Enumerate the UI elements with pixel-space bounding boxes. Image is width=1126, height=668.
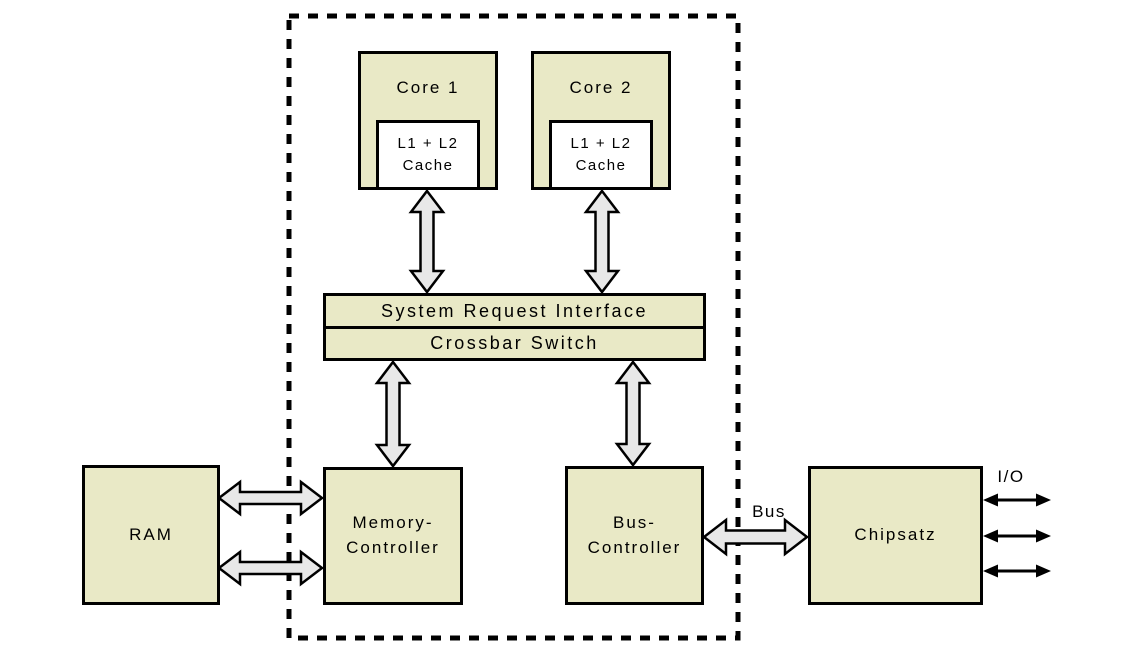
chipset-label: Chipsatz — [854, 525, 937, 545]
core1-box: Core 1 L1 + L2 Cache — [358, 51, 498, 190]
memory-controller-label-line1: Memory- — [352, 513, 434, 533]
ram-box: RAM — [82, 465, 220, 605]
io-arrow-1 — [983, 493, 1051, 507]
io-arrow-2 — [983, 529, 1051, 543]
arrow-bus-controller-to-chipset — [701, 517, 810, 557]
bus-controller-label-line1: Bus- — [613, 512, 656, 532]
chipset-box: Chipsatz — [808, 466, 983, 605]
arrow-core2-cache-to-sri — [583, 188, 621, 295]
bus-controller-label-line2: Controller — [587, 537, 682, 557]
arrow-ram-to-memory-controller-upper — [216, 479, 325, 517]
core1-cache-label-line2: Cache — [402, 157, 454, 174]
core2-cache-label-line2: Cache — [575, 157, 627, 174]
system-request-interface-label: System Request Interface — [380, 300, 649, 321]
arrow-ram-to-memory-controller-lower — [216, 549, 325, 587]
arrow-core1-cache-to-sri — [408, 188, 446, 295]
core2-cache-label-line1: L1 + L2 — [570, 134, 632, 152]
bus-controller-box: Bus- Controller — [565, 466, 704, 605]
core2-label: Core 2 — [569, 78, 633, 97]
io-arrow-3 — [983, 564, 1051, 578]
core2-cache-box: L1 + L2 Cache — [549, 120, 653, 190]
core2-box: Core 2 L1 + L2 Cache — [531, 51, 671, 190]
memory-controller-box: Memory- Controller — [323, 467, 463, 605]
ram-label: RAM — [129, 524, 173, 544]
system-request-interface-box: System Request Interface — [323, 293, 706, 329]
arrow-crossbar-to-bus-controller — [614, 359, 652, 468]
crossbar-switch-box: Crossbar Switch — [323, 326, 706, 361]
core1-label: Core 1 — [396, 78, 460, 97]
arrow-crossbar-to-memory-controller — [374, 359, 412, 469]
io-label: I/O — [997, 467, 1025, 486]
crossbar-switch-label: Crossbar Switch — [430, 333, 599, 354]
bus-label: Bus — [752, 502, 786, 521]
memory-controller-label-line2: Controller — [346, 538, 440, 557]
core1-cache-box: L1 + L2 Cache — [376, 120, 480, 190]
core1-cache-label-line1: L1 + L2 — [397, 134, 459, 152]
